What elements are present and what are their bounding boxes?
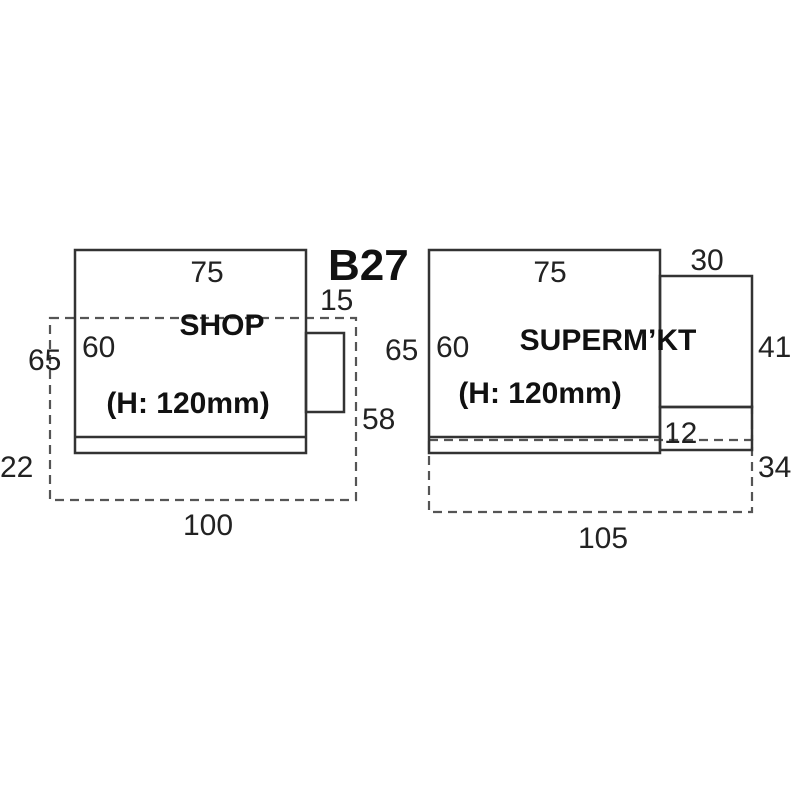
supermarket-dim-annex-lower: 12 bbox=[664, 417, 697, 450]
supermarket-annex-lower-box bbox=[658, 405, 754, 452]
shop-dim-inner-side: 60 bbox=[82, 331, 115, 364]
supermarket-unit: 75 30 SUPERM’KT 60 65 41 (H: 120mm) 12 3… bbox=[385, 244, 791, 555]
supermarket-dim-top: 75 bbox=[533, 256, 566, 289]
supermarket-dim-base-width: 105 bbox=[578, 522, 628, 555]
supermarket-outer-dashed-outline bbox=[427, 438, 754, 514]
supermarket-dim-base-right: 34 bbox=[758, 451, 791, 484]
supermarket-dim-outer-side: 65 bbox=[385, 334, 418, 367]
shop-dim-annex-width: 15 bbox=[320, 284, 353, 317]
supermarket-dim-annex-width: 30 bbox=[690, 244, 723, 277]
supermarket-label: SUPERM’KT bbox=[520, 324, 697, 357]
shop-dim-top: 75 bbox=[190, 256, 223, 289]
shop-unit: 75 SHOP 60 65 (H: 120mm) 15 58 22 100 bbox=[0, 248, 395, 542]
supermarket-dim-annex-height: 41 bbox=[758, 331, 791, 364]
shop-dim-outer-side: 65 bbox=[28, 344, 61, 377]
shop-dim-base-width: 100 bbox=[183, 509, 233, 542]
shop-outer-dashed-outline bbox=[48, 316, 358, 502]
shop-annex-box bbox=[304, 331, 346, 414]
plan-code: B27 bbox=[328, 241, 409, 290]
shop-height-note: (H: 120mm) bbox=[106, 387, 269, 420]
shop-label: SHOP bbox=[179, 309, 264, 342]
shop-dim-base-left: 22 bbox=[0, 451, 33, 484]
supermarket-dim-inner-side: 60 bbox=[436, 331, 469, 364]
shop-dim-annex-right: 58 bbox=[362, 403, 395, 436]
supermarket-height-note: (H: 120mm) bbox=[458, 377, 621, 410]
